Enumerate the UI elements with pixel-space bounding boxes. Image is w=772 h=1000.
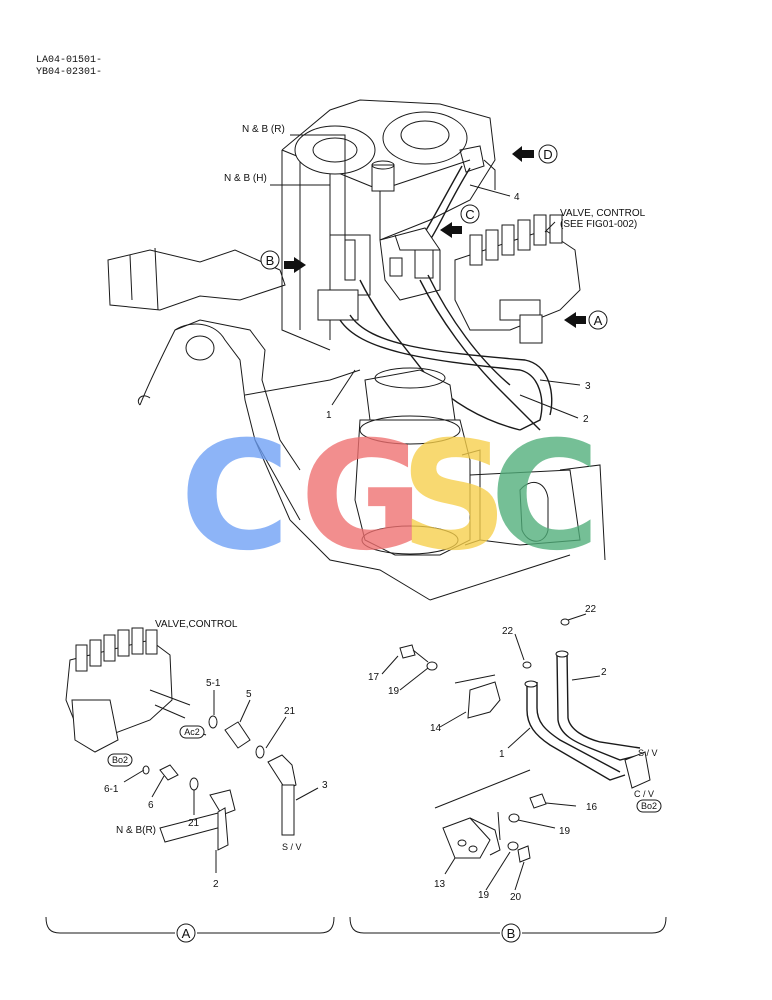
detail-b-part-17: 17 — [368, 672, 380, 683]
valve-spools — [469, 214, 563, 266]
watermark-letter-s: S — [400, 410, 508, 584]
detail-b-part-19-top: 19 — [388, 686, 400, 697]
footer-bracket-a — [45, 916, 335, 934]
footer-marker-a — [176, 923, 196, 943]
detail-a-part-5-1: 5-1 — [206, 678, 221, 689]
label-valve-control: VALVE, CONTROL — [560, 208, 646, 219]
detail-b-part-22: 22 — [502, 626, 514, 637]
arrow-a-icon — [564, 312, 586, 328]
tag-bo2-b — [636, 799, 662, 813]
watermark-letter-g: G — [300, 410, 423, 584]
model-code-1: LA04-01501- — [36, 55, 102, 66]
watermark-logo: C G S C — [180, 410, 600, 584]
tag-ac2-label: Ac2 — [184, 727, 200, 737]
detail-a-part-21-top: 21 — [284, 706, 296, 717]
view-marker-a — [588, 310, 608, 330]
part-number-1: 1 — [326, 410, 332, 421]
footer-marker-b-label: B — [507, 926, 516, 941]
main-assembly-drawing — [107, 99, 606, 601]
detail-a-part-21-bottom: 21 — [188, 818, 200, 829]
tag-bo2-a — [107, 753, 133, 767]
detail-b-sv: S / V — [638, 748, 658, 758]
watermark-letter-c2: C — [490, 410, 600, 584]
footer-marker-a-label: A — [182, 926, 191, 941]
view-marker-b — [260, 250, 280, 270]
watermark-letter-c1: C — [180, 410, 290, 584]
tag-bo2-a-label: Bo2 — [112, 755, 128, 765]
detail-b-part-19-mid: 19 — [559, 826, 571, 837]
detail-a-part-6: 6 — [148, 800, 154, 811]
part-number-4: 4 — [514, 192, 520, 203]
footer-bracket-b — [349, 916, 667, 934]
detail-b-part-14: 14 — [430, 723, 442, 734]
detail-b-part-22-top: 22 — [585, 604, 597, 615]
detail-a-part-3: 3 — [322, 780, 328, 791]
detail-b-part-2: 2 — [601, 667, 607, 678]
arrow-d-icon — [512, 146, 534, 162]
detail-a-sv: S / V — [282, 842, 302, 852]
detail-a-part-5: 5 — [246, 689, 252, 700]
part-number-2: 2 — [583, 414, 589, 425]
detail-b-cv: C / V — [634, 789, 654, 799]
tag-ac2 — [179, 725, 205, 739]
view-marker-d — [538, 144, 558, 164]
arrow-b-icon — [284, 257, 306, 273]
view-marker-c — [460, 204, 480, 224]
view-marker-b-label: B — [266, 253, 275, 268]
part-number-3: 3 — [585, 381, 591, 392]
tag-bo2-b-label: Bo2 — [641, 801, 657, 811]
view-marker-c-label: C — [465, 207, 474, 222]
detail-a-drawing — [65, 627, 319, 873]
detail-b-part-20: 20 — [510, 892, 522, 903]
detail-b-part-1: 1 — [499, 749, 505, 760]
label-nb-r: N & B (R) — [242, 124, 285, 135]
label-see-fig: (SEE FIG01-002) — [560, 219, 637, 230]
view-marker-d-label: D — [543, 147, 552, 162]
arrow-c-icon — [440, 222, 462, 238]
view-marker-a-label: A — [594, 313, 603, 328]
detail-a-title: VALVE,CONTROL — [155, 619, 238, 630]
detail-b-part-16: 16 — [586, 802, 598, 813]
footer-marker-b — [501, 923, 521, 943]
label-nb-h: N & B (H) — [224, 173, 267, 184]
detail-b-part-19-bottom: 19 — [478, 890, 490, 901]
detail-a-part-6-1: 6-1 — [104, 784, 119, 795]
detail-b-part-13: 13 — [434, 879, 446, 890]
detail-a-part-2: 2 — [213, 879, 219, 890]
detail-b-drawing — [381, 613, 651, 891]
model-code-2: YB04-02301- — [36, 67, 102, 78]
detail-a-nb-r: N & B(R) — [116, 825, 156, 836]
